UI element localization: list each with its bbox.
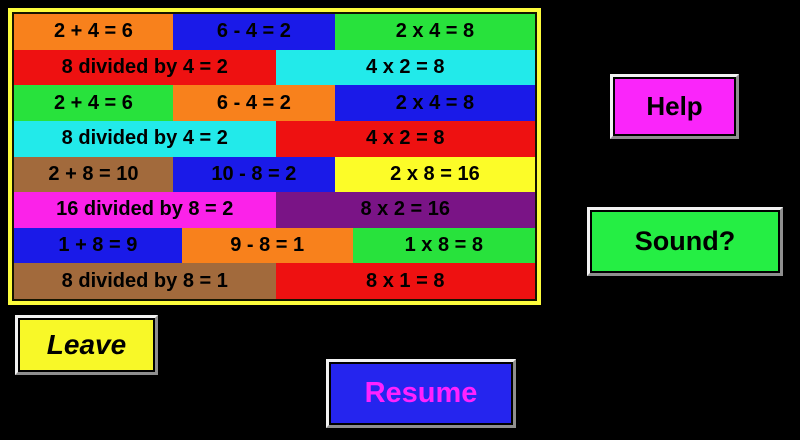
equation-tile[interactable]: 4 x 2 = 8 <box>275 49 535 86</box>
equation-tile[interactable]: 1 + 8 = 9 <box>14 227 182 264</box>
equation-tile[interactable]: 2 + 4 = 6 <box>14 14 173 50</box>
equation-tile[interactable]: 9 - 8 = 1 <box>181 227 353 264</box>
equation-panel: 2 + 4 = 6 6 - 4 = 2 2 x 4 = 8 8 divided … <box>8 8 541 305</box>
equation-tile[interactable]: 8 x 1 = 8 <box>275 263 535 299</box>
help-button[interactable]: Help <box>610 74 739 139</box>
equation-row: 8 divided by 4 = 2 4 x 2 = 8 <box>14 49 535 86</box>
equation-row: 16 divided by 8 = 2 8 x 2 = 16 <box>14 192 535 228</box>
equation-row: 2 + 4 = 6 6 - 4 = 2 2 x 4 = 8 <box>14 14 535 50</box>
equation-row: 8 divided by 8 = 1 8 x 1 = 8 <box>14 263 535 299</box>
help-button-label: Help <box>613 77 736 136</box>
equation-row: 2 + 4 = 6 6 - 4 = 2 2 x 4 = 8 <box>14 85 535 121</box>
equation-tile[interactable]: 2 + 8 = 10 <box>14 156 173 193</box>
equation-tile[interactable]: 6 - 4 = 2 <box>172 85 335 121</box>
resume-button[interactable]: Resume <box>326 359 516 428</box>
equation-tile[interactable]: 8 divided by 4 = 2 <box>14 49 276 86</box>
equation-tile[interactable]: 16 divided by 8 = 2 <box>14 192 276 228</box>
equation-tile[interactable]: 8 divided by 8 = 1 <box>14 263 276 299</box>
equation-tile[interactable]: 2 + 4 = 6 <box>14 85 173 121</box>
equation-tile[interactable]: 8 divided by 4 = 2 <box>14 120 276 157</box>
leave-button-label: Leave <box>18 318 155 372</box>
equation-tile[interactable]: 2 x 8 = 16 <box>334 156 535 193</box>
equation-row: 1 + 8 = 9 9 - 8 = 1 1 x 8 = 8 <box>14 227 535 264</box>
equation-grid: 2 + 4 = 6 6 - 4 = 2 2 x 4 = 8 8 divided … <box>12 12 537 301</box>
sound-button[interactable]: Sound? <box>587 207 783 276</box>
equation-tile[interactable]: 2 x 4 = 8 <box>334 14 535 50</box>
resume-button-label: Resume <box>329 362 513 425</box>
sound-button-label: Sound? <box>590 210 780 273</box>
leave-button[interactable]: Leave <box>15 315 158 375</box>
equation-tile[interactable]: 10 - 8 = 2 <box>172 156 335 193</box>
equation-row: 8 divided by 4 = 2 4 x 2 = 8 <box>14 120 535 157</box>
equation-tile[interactable]: 6 - 4 = 2 <box>172 14 335 50</box>
equation-tile[interactable]: 1 x 8 = 8 <box>352 227 535 264</box>
equation-tile[interactable]: 8 x 2 = 16 <box>275 192 535 228</box>
equation-row: 2 + 8 = 10 10 - 8 = 2 2 x 8 = 16 <box>14 156 535 193</box>
equation-tile[interactable]: 2 x 4 = 8 <box>334 85 535 121</box>
equation-tile[interactable]: 4 x 2 = 8 <box>275 120 535 157</box>
